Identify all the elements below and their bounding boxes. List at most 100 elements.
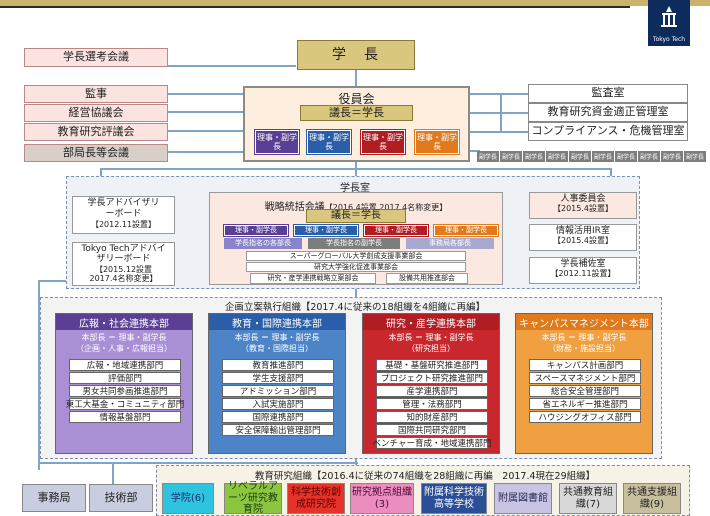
department-section-list: 教育推進部門学生支援部門アドミッション部門入試実施部門国際連携部門安全保障輸出管… xyxy=(222,359,334,437)
department-role: （財務・施設担当） xyxy=(548,344,620,353)
board-chair: 議長＝学長 xyxy=(300,105,413,121)
hr-committee-name: 人事委員会 xyxy=(560,194,606,204)
connector-line xyxy=(100,168,610,170)
compliance-office: コンプライアンス・危機管理室 xyxy=(528,122,688,141)
department-section: 広報・地域連携部門 xyxy=(69,359,181,371)
secretariat: 事務局 xyxy=(22,484,86,512)
education-research-title: 教育研究組織【2016.4に従来の74組織を28組織に再編 2017.4現在29… xyxy=(254,471,596,482)
auditor: 監事 xyxy=(24,85,168,103)
department-section-list: 基礎・基盤研究推進部門プロジェクト研究推進部門産学連携部門管理・法務部門知的財産… xyxy=(372,359,492,450)
advisory-board-2-name: Tokyo Techアドバイザリーボード xyxy=(81,244,166,265)
vice-president-tag: 副学長 xyxy=(569,151,591,162)
vice-president-tag: 副学長 xyxy=(638,151,660,162)
connector-line xyxy=(38,280,40,470)
advisory-board-2-date1: 【2015.12設置 xyxy=(94,264,153,274)
logo-text: Tokyo Tech xyxy=(652,36,686,43)
board-vp-orange: 理事・副学長 xyxy=(414,129,460,155)
department-section: 東工大基金・コミュニティ部門 xyxy=(65,398,185,410)
department-head: 本部長 ＝ 理事・副学長 xyxy=(81,333,167,342)
advisory-board-2-date2: 2017.4名称変更】 xyxy=(89,273,158,283)
department-head: 本部長 ＝ 理事・副学長 xyxy=(388,333,474,342)
strategy-council-note: 【2016.4設置 2017.4名称変更】 xyxy=(324,203,448,212)
ir-office-name: 情報活用IR室 xyxy=(556,226,610,236)
ir-office: 情報活用IR室 【2015.4設置】 xyxy=(529,224,637,251)
department-section: アドミッション部門 xyxy=(222,385,334,397)
department-section: 知的財産部門 xyxy=(376,411,488,423)
ir-office-date: 【2015.4設置】 xyxy=(553,236,613,246)
tokyo-tech-logo: Tokyo Tech xyxy=(648,0,690,46)
connector-line xyxy=(112,462,114,484)
research-funds-office: 教育研究資金適正管理室 xyxy=(528,103,688,122)
board-vp-blue: 理事・副学長 xyxy=(306,129,352,155)
connector-line xyxy=(168,151,243,153)
vice-president-tag: 副学長 xyxy=(477,151,499,162)
department-section: 評価部門 xyxy=(69,372,181,384)
project-strategy-planning: 研究・産学連携戦略立案部会 xyxy=(250,273,376,284)
department-section-list: キャンパス計画部門スペースマネジメント部門総合安全管理部門省エネルギー推進部門ハ… xyxy=(529,359,641,424)
advisory-board-1-date: 【2012.11設置】 xyxy=(90,219,157,229)
advisory-board-1: 学長アドバイザリーボード 【2012.11設置】 xyxy=(72,196,175,234)
department-heads-meeting: 部局長等会議 xyxy=(24,144,168,162)
project-research-univ: 研究大学強化促進事業部会 xyxy=(246,262,466,272)
department-section: ベンチャー育成・地域連携部門 xyxy=(372,437,492,449)
department-section: 情報基盤部門 xyxy=(69,411,181,423)
header-bar xyxy=(0,0,710,6)
department-section: 基礎・基盤研究推進部門 xyxy=(376,359,488,371)
department-title: キャンパスマネジメント本部 xyxy=(516,314,652,330)
hr-committee-date: 【2015.4設置】 xyxy=(553,204,613,214)
connector-line xyxy=(168,130,243,132)
vice-president-tag: 副学長 xyxy=(661,151,683,162)
campus-management-hq: キャンパスマネジメント本部本部長 ＝ 理事・副学長 （財務・施設担当） キャンパス計… xyxy=(515,313,653,454)
department-section: 教育推進部門 xyxy=(222,359,334,371)
board-vp-red: 理事・副学長 xyxy=(360,129,406,155)
connector-line xyxy=(355,285,357,299)
education-unit: 学院(6) xyxy=(162,483,214,514)
department-section: ハウジングオフィス部門 xyxy=(529,411,641,423)
advisory-board-1-name: 学長アドバイザリーボード xyxy=(87,198,160,219)
department-section: 国際共同研究部門 xyxy=(376,424,488,436)
department-section: プロジェクト研究推進部門 xyxy=(376,372,488,384)
education-unit: リベラルアーツ研究教育院 xyxy=(224,481,282,515)
strategy-vp-blue: 理事・副学長 xyxy=(293,224,359,237)
department-section: 学生支援部門 xyxy=(222,372,334,384)
vice-president-tag: 副学長 xyxy=(684,151,706,162)
research-industry-hq: 研究・産学連携本部本部長 ＝ 理事・副学長 （研究担当） 基礎・基盤研究推進部門プロ… xyxy=(362,313,500,454)
department-title: 広報・社会連携本部 xyxy=(56,314,192,330)
strategy-council-title: 戦略統括会議 xyxy=(264,202,325,213)
connector-line xyxy=(355,70,357,86)
management-council: 経営協議会 xyxy=(24,104,168,122)
education-research-council: 教育研究評議会 xyxy=(24,123,168,141)
vice-president-tag: 副学長 xyxy=(592,151,614,162)
department-section-list: 広報・地域連携部門評価部門男女共同参画推進部門東工大基金・コミュニティ部門情報基… xyxy=(65,359,185,424)
board-vp-purple: 理事・副学長 xyxy=(254,129,300,155)
department-title: 研究・産学連携本部 xyxy=(363,314,499,330)
header-bar-dark xyxy=(0,6,630,8)
department-role: （研究担当） xyxy=(407,344,455,353)
member-admin-heads: 事務局各部長 xyxy=(406,238,494,249)
department-head: 本部長 ＝ 理事・副学長 xyxy=(541,333,627,342)
department-section: 安全保障輸出管理部門 xyxy=(222,424,334,436)
department-section: 総合安全管理部門 xyxy=(529,385,641,397)
department-section: 国際連携部門 xyxy=(222,411,334,423)
technical-department: 技術部 xyxy=(89,484,153,512)
president-assistant-office: 学長補佐室 【2012.11設置】 xyxy=(529,257,637,284)
president-selection-council: 学長選考会議 xyxy=(24,48,168,67)
department-role: （企画・人事・広報担当） xyxy=(76,344,172,353)
connector-line xyxy=(500,93,502,133)
audit-office: 監査室 xyxy=(528,84,688,103)
board-title: 役員会 xyxy=(338,92,375,106)
education-unit: 附属図書館 xyxy=(494,483,552,514)
education-unit: 附属科学技術高等学校 xyxy=(421,483,487,514)
department-section: 産学連携部門 xyxy=(376,385,488,397)
assistant-office-name: 学長補佐室 xyxy=(560,259,606,269)
strategy-vp-red: 理事・副学長 xyxy=(363,224,429,237)
board-of-executives: 役員会 議長＝学長 理事・副学長 理事・副学長 理事・副学長 理事・副学長 xyxy=(243,86,470,162)
logo-emblem-icon xyxy=(661,6,677,27)
department-section: 管理・法務部門 xyxy=(376,398,488,410)
department-head: 本部長 ＝ 理事・副学長 xyxy=(234,333,320,342)
project-equipment-sharing: 設備共用推進部会 xyxy=(386,273,468,284)
department-section: スペースマネジメント部門 xyxy=(529,372,641,384)
assistant-office-date: 【2012.11設置】 xyxy=(550,269,616,279)
vice-president-tag: 副学長 xyxy=(500,151,522,162)
connector-line xyxy=(470,150,480,152)
